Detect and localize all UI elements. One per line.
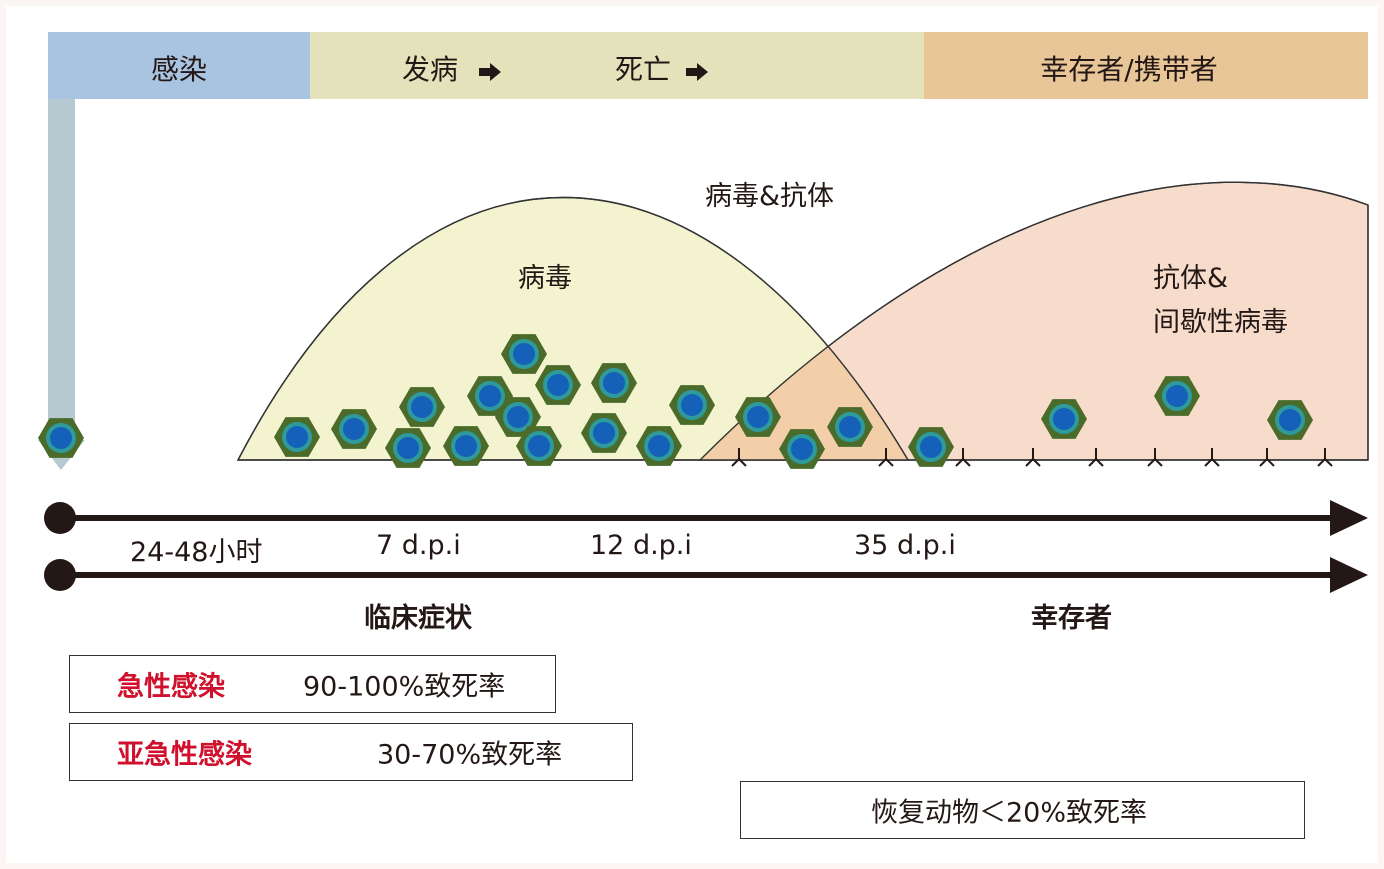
virus-particle-icon <box>501 334 547 374</box>
subacute-infection-name: 亚急性感染 <box>117 739 252 771</box>
antibody-icon <box>1317 448 1333 467</box>
virus-antibody-label: 病毒&抗体 <box>705 181 835 212</box>
acute-infection-box: 急性感染 90-100%致死率 <box>69 655 556 713</box>
virus-particle-icon <box>908 427 954 467</box>
infection-vertical-bar <box>48 99 75 439</box>
recovered-animals-box: 恢复动物＜20%致死率 <box>740 781 1305 839</box>
acute-infection-name: 急性感染 <box>117 671 225 703</box>
arrow-right-icon <box>685 55 708 88</box>
antibody-icon <box>731 448 747 467</box>
infection-band <box>48 32 310 99</box>
virus-particle-icon <box>591 363 637 403</box>
survivor-band <box>924 32 1368 99</box>
timeline-1-arrow-icon <box>1330 500 1368 536</box>
virus-particle-icon <box>779 429 825 469</box>
antibody-icon <box>1259 448 1275 467</box>
subacute-infection-mortality: 30-70%致死率 <box>377 739 563 771</box>
virus-particle-icon <box>636 426 682 466</box>
antibody-label-line1: 抗体& <box>1153 263 1229 294</box>
phase-death: 死亡 <box>615 48 708 88</box>
antibody-icon <box>1147 448 1163 467</box>
time-label-7dpi: 7 d.p.i <box>376 530 461 561</box>
virus-particle-icon <box>274 417 320 457</box>
virus-particle-icon <box>581 413 627 453</box>
virus-particle-icon <box>827 407 873 447</box>
virus-particle-icon <box>669 385 715 425</box>
time-label-35dpi: 35 d.p.i <box>854 530 956 561</box>
antibody-icon <box>955 448 971 467</box>
virus-particle-icon <box>1154 376 1200 416</box>
antibody-icon <box>1204 448 1220 467</box>
recovered-mortality-text: 恢复动物＜20%致死率 <box>871 797 1148 829</box>
timeline-2-arrow-icon <box>1330 557 1368 593</box>
timeline-1 <box>44 500 1368 536</box>
phase-onset: 发病 <box>402 48 501 88</box>
clinical-symptoms-label: 临床症状 <box>364 603 472 634</box>
virus-particle-icon <box>735 397 781 437</box>
disease-band <box>310 32 924 99</box>
virus-particle-icon <box>1267 400 1313 440</box>
subacute-infection-box: 亚急性感染 30-70%致死率 <box>69 723 633 781</box>
antibody-icon <box>878 448 894 467</box>
phase-death-label: 死亡 <box>615 53 672 86</box>
virus-particle-icon <box>399 387 445 427</box>
arrow-right-icon <box>478 55 501 88</box>
antibody-icon <box>1025 448 1041 467</box>
virus-particle-icon <box>443 426 489 466</box>
timeline-2 <box>44 557 1368 593</box>
antibody-label-line2: 间歇性病毒 <box>1153 307 1288 338</box>
phase-survivor-carrier-label: 幸存者/携带者 <box>1040 53 1218 86</box>
survivor-label: 幸存者 <box>1031 603 1112 634</box>
acute-infection-mortality: 90-100%致死率 <box>303 671 506 703</box>
virus-particle-icon <box>331 409 377 449</box>
antibody-icon <box>1088 448 1104 467</box>
virus-particle-icon <box>535 365 581 405</box>
time-label-12dpi: 12 d.p.i <box>590 530 692 561</box>
virus-particle-icon <box>1041 399 1087 439</box>
virus-label: 病毒 <box>518 263 572 294</box>
phase-onset-label: 发病 <box>402 53 459 86</box>
virus-particle-icon <box>38 418 84 458</box>
phase-infection-label: 感染 <box>150 53 208 86</box>
virus-particle-icon <box>385 428 431 468</box>
virus-particle-icon <box>516 426 562 466</box>
time-label-24-48h: 24-48小时 <box>130 537 263 568</box>
